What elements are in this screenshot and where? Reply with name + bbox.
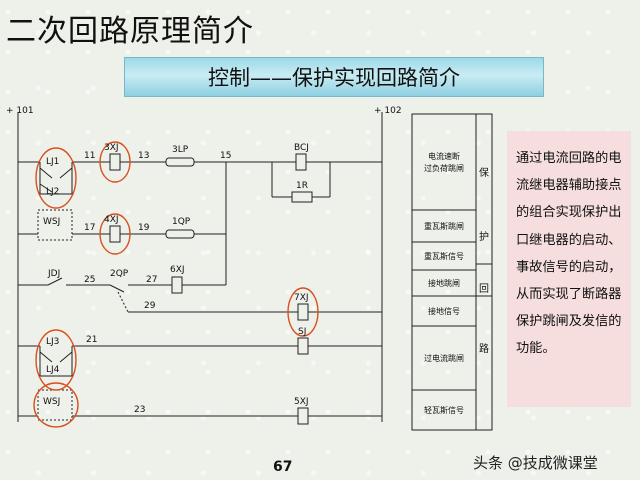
label-5xj: 5XJ [294,397,309,407]
label-6xj: 6XJ [170,265,185,275]
explanation-note: 通过电流回路的电流继电器辅助接点的组合实现保护出口继电器的启动、事故信号的启动，… [507,131,631,407]
relay-bcj-coil [295,153,307,171]
label-n19: 19 [138,223,150,233]
label-lj4: LJ4 [46,365,60,375]
highlight-3xj [99,141,131,183]
function-table-side-label-4: 路 [479,342,489,355]
subtitle-banner: 控制——保护实现回路简介 [124,57,544,97]
label-lj1: LJ1 [46,157,59,167]
relay-7xj-coil [297,303,309,321]
wsj-top-box [37,209,73,241]
label-lj2: LJ2 [46,187,59,197]
label-n21: 21 [86,335,97,345]
subtitle-text: 控制——保护实现回路简介 [208,66,460,90]
label-4xj: 4XJ [104,215,119,225]
function-table-row-7: 轻瓦斯信号 [424,405,464,415]
label-n25: 25 [84,275,95,285]
page-title: 二次回路原理简介 [6,14,254,49]
bus-right-label: + 102 [374,106,402,116]
relay-5xj-coil [297,407,309,425]
function-table-row-1-line-1: 电流速断 [428,151,460,161]
function-table-row-4: 接地跳闸 [428,278,460,288]
watermark: 头条 @技成微课堂 [473,454,598,472]
label-n27: 27 [146,275,157,285]
label-2qp: 2QP [110,269,129,279]
highlight-wsj-bottom [33,382,79,428]
label-n15: 15 [220,151,231,161]
label-7xj: 7XJ [294,293,309,303]
label-lj3: LJ3 [46,337,59,347]
label-bcj: BCJ [294,143,309,153]
function-table-row-3: 重瓦斯信号 [424,251,464,261]
label-n23: 23 [134,405,145,415]
label-1qp: 1QP [172,217,191,227]
relay-6xj-coil [171,276,183,294]
function-table-side-label-1: 保 [479,166,489,179]
function-table-side-label-2: 护 [479,230,489,243]
function-table-row-1-line-2: 过负荷跳闸 [424,163,464,173]
resistor-1r [291,191,313,203]
label-n11: 11 [84,151,95,161]
link-3lp [165,157,195,167]
highlight-lj1-lj2 [35,147,77,209]
relay-4xj-coil [109,225,121,243]
page-number: 67 [273,459,293,475]
function-table-row-2: 重瓦斯跳闸 [424,221,464,231]
highlight-4xj [99,213,131,255]
label-wsj-top: WSJ [43,217,60,227]
explanation-text: 通过电流回路的电流继电器辅助接点的组合实现保护出口继电器的启动、事故信号的启动，… [516,151,622,357]
highlight-7xj [287,287,319,337]
function-table-row-5: 接地信号 [428,306,460,316]
function-table-frame [411,113,493,431]
relay-sj-coil [297,337,309,355]
function-table-side-label-3: 回 [479,283,489,295]
label-wsj-bottom: WSJ [43,397,60,407]
label-n13: 13 [138,151,149,161]
relay-3xj-coil [109,153,121,171]
function-table-row-6: 过电流跳闸 [424,353,464,363]
highlight-lj3-lj4 [35,329,77,391]
label-jdj: JDJ [47,269,60,279]
label-n29: 29 [144,301,156,311]
label-n17: 17 [84,223,95,233]
label-3xj: 3XJ [104,143,119,153]
label-3lp: 3LP [172,145,189,155]
label-1r: 1R [296,181,308,191]
bus-left-label: + 101 [6,106,34,116]
link-1qp [165,229,195,239]
label-sj: SJ [298,327,306,337]
control-protection-circuit-diagram: + 101 + 102 LJ1 LJ2 WSJ 11 3XJ 13 3LP 15… [6,106,493,431]
